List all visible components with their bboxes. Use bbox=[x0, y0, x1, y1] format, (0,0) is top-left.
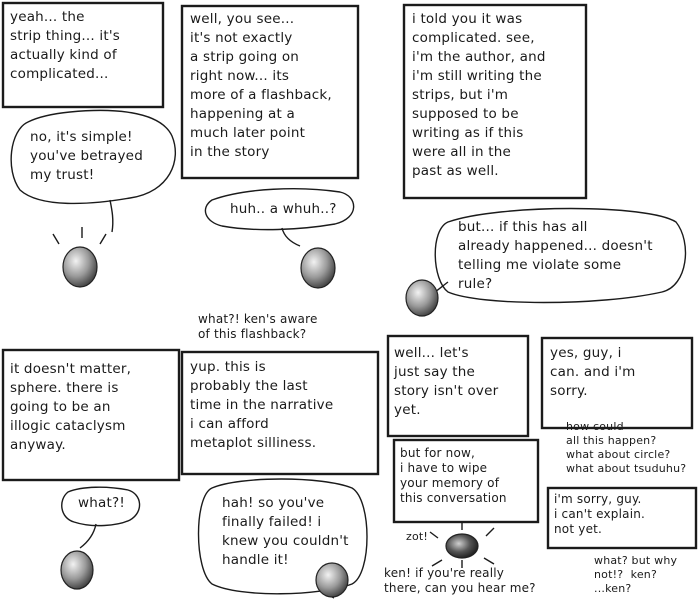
panel6-sfx: zot! bbox=[406, 530, 429, 543]
panel1-sphere-speech: no, it's simple! you've betrayed my trus… bbox=[30, 129, 143, 183]
panel7-caption-top-box bbox=[540, 336, 694, 430]
panel6-caption-top-box bbox=[386, 334, 530, 438]
panel7-speech-mid: how could all this happen? what about ci… bbox=[566, 420, 687, 475]
panel6-zapped-sphere bbox=[429, 522, 495, 568]
panel2-speech-bubble bbox=[204, 188, 355, 231]
panel2-caption-box bbox=[180, 4, 360, 180]
panel5-caption-box bbox=[180, 350, 380, 476]
panel2-sphere bbox=[300, 247, 336, 289]
panel5-sphere-speech: hah! so you've finally failed! i knew yo… bbox=[222, 495, 349, 568]
panel6-speech: ken! if you're really there, can you hea… bbox=[384, 566, 536, 595]
panel4-speech-bubble bbox=[61, 486, 141, 527]
panel3-caption-box bbox=[402, 3, 588, 200]
panel1-caption-box bbox=[1, 1, 165, 109]
panel1-speech-bubble bbox=[10, 109, 176, 205]
panel1-sphere bbox=[52, 227, 107, 288]
panel2-sphere-speech: huh.. a whuh..? bbox=[230, 201, 337, 217]
panel4-sphere-speech: what?! bbox=[78, 495, 125, 511]
panel5-sphere bbox=[315, 562, 349, 598]
panel2-caption: well, you see... it's not exactly a stri… bbox=[190, 11, 332, 160]
panel7-caption-bottom: i'm sorry, guy. i can't explain. not yet… bbox=[554, 492, 646, 536]
panel6-caption-bottom: but for now, i have to wipe your memory … bbox=[400, 446, 507, 505]
panel4-speech-tail bbox=[79, 523, 97, 549]
panel2-speech-tail bbox=[281, 227, 301, 247]
panel5-header-text: what?! ken's aware of this flashback? bbox=[198, 312, 318, 341]
panel7-caption-bottom-box bbox=[546, 486, 698, 550]
panel1-caption: yeah... the strip thing... it's actually… bbox=[10, 9, 120, 82]
panel6-caption-top: well... let's just say the story isn't o… bbox=[394, 345, 499, 418]
panel3-sphere-speech: but... if this has all already happened.… bbox=[458, 219, 653, 292]
panel7-caption-top: yes, guy, i can. and i'm sorry. bbox=[550, 345, 636, 399]
panel5-caption: yup. this is probably the last time in t… bbox=[190, 359, 334, 451]
panel4-caption: it doesn't matter, sphere. there is goin… bbox=[10, 361, 132, 453]
panel3-caption: i told you it was complicated. see, i'm … bbox=[412, 11, 546, 179]
panel6-caption-bottom-box bbox=[392, 438, 540, 524]
panel3-sphere bbox=[405, 279, 439, 317]
panel4-caption-box bbox=[1, 348, 181, 482]
panel7-speech-end: what? but why not!? ken? ...ken? bbox=[594, 554, 678, 595]
panel4-sphere bbox=[60, 550, 94, 590]
panel1-speech-tail bbox=[109, 199, 114, 233]
